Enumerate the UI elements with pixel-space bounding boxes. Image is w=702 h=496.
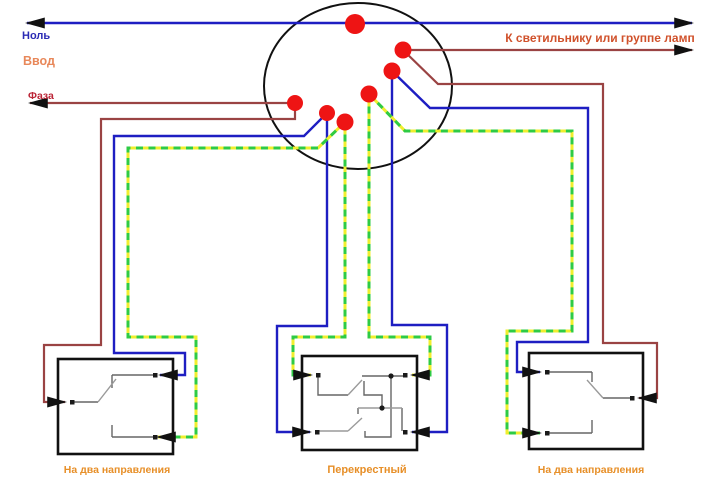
junction-point [360,85,378,103]
junction-point [336,113,354,131]
wire-traveler-to-crossover-left [291,122,347,381]
wire-traveler-to-right-switch [367,92,574,439]
switch-symbol-left [70,373,158,440]
junction-point [394,41,412,59]
junction-points [287,14,412,131]
junction-point [319,105,335,121]
crossover-switch-symbol [315,373,408,438]
label-to-lamp: К светильнику или группе ламп [505,31,694,45]
junction-point [287,95,303,111]
wire-traveler-to-left-switch [126,120,347,443]
wire-blue-to-crossover-left [275,113,329,438]
label-right-switch: На два направления [538,464,644,476]
junction-point [345,14,365,34]
wire-blue-to-right-switch [391,70,590,378]
wire-phase-to-left-switch [42,103,297,408]
wire-traveler-to-crossover-right [367,94,432,381]
label-middle-switch: Перекрестный [327,464,406,476]
label-neutral: Ноль [22,30,50,42]
label-left-switch: На два направления [64,464,170,476]
label-input: Ввод [23,54,55,68]
switch-symbol-right [545,370,635,436]
wire-blue-to-crossover-right [390,71,449,438]
label-phase: Фаза [28,90,54,102]
wire-phase-from-right-switch [402,49,659,404]
junction-box-circle [263,2,453,170]
switch-box-middle [300,354,419,452]
junction-point [383,62,401,80]
wire-blue-to-left-switch [112,112,328,381]
